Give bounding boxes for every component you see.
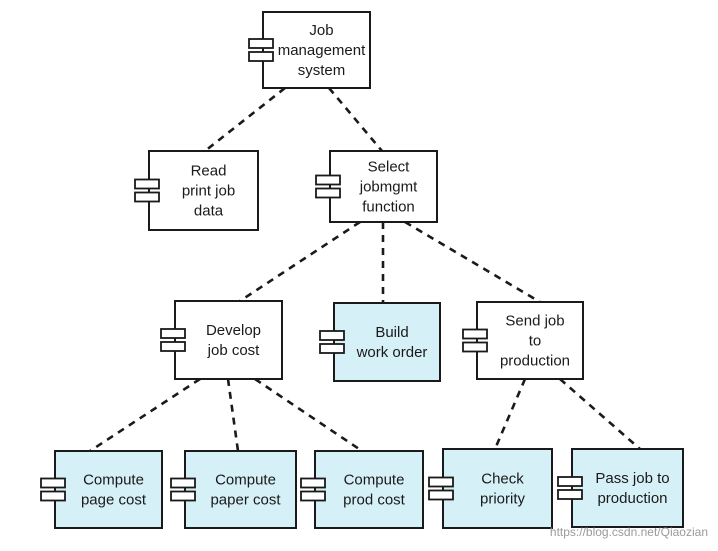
component-box (571, 448, 684, 528)
component-label-line: Pass job to (595, 470, 669, 487)
component-label-line: prod cost (343, 492, 406, 509)
component-prod-cost: Compute prod cost (300, 450, 424, 529)
component-pass-job: Pass job to production (557, 448, 684, 528)
watermark-text: https://blog.csdn.net/Qiaozian (550, 525, 708, 539)
component-label-line: page cost (81, 492, 147, 509)
component-job-mgmt: Job management system (248, 11, 371, 89)
component-box (442, 448, 553, 529)
connector-develop-cost-to-paper-cost (226, 378, 240, 452)
component-box (184, 450, 297, 529)
component-label-line: Check (481, 471, 524, 488)
component-icon (134, 178, 160, 203)
component-send-job: Send job to production (462, 301, 584, 380)
component-label-line: Read (191, 163, 227, 180)
component-label-line: to (529, 333, 542, 350)
component-label-line: data (194, 203, 224, 220)
component-label-line: function (362, 199, 415, 216)
component-label-line: work order (356, 344, 428, 361)
component-page-cost: Compute page cost (40, 450, 163, 529)
component-label-line: paper cost (210, 492, 281, 509)
component-icon (462, 328, 488, 353)
connector-develop-cost-to-prod-cost (254, 377, 363, 453)
component-box (329, 150, 438, 223)
component-box (262, 11, 371, 89)
component-label-line: production (500, 353, 570, 370)
component-box (148, 150, 259, 231)
component-label-line: Compute (83, 472, 144, 489)
component-icon (319, 330, 345, 354)
component-check-priority: Check priority (428, 448, 553, 529)
component-label-line: Build (375, 324, 408, 341)
component-label-line: production (597, 490, 667, 507)
connector-layer (89, 86, 641, 453)
component-develop-cost: Develop job cost (160, 300, 283, 380)
component-icon (557, 476, 583, 500)
component-build-order: Build work order (319, 302, 441, 382)
connector-job-mgmt-to-select-func (328, 87, 383, 152)
component-label-line: jobmgmt (359, 179, 418, 196)
connector-send-job-to-check-priority (493, 378, 527, 450)
connector-develop-cost-to-page-cost (89, 377, 201, 453)
component-read-print: Read print job data (134, 150, 259, 231)
connector-select-func-to-develop-cost (239, 220, 361, 303)
component-icon (428, 476, 454, 501)
component-icon (40, 477, 66, 502)
component-label-line: Compute (344, 472, 405, 489)
component-label-line: management (278, 42, 366, 59)
component-label-line: system (298, 62, 346, 79)
component-box (476, 301, 584, 380)
component-label-line: print job (182, 183, 235, 200)
connector-send-job-to-pass-job (559, 378, 641, 450)
connector-job-mgmt-to-read-print (204, 86, 286, 153)
component-label-line: Select (368, 159, 411, 176)
component-label-line: Compute (215, 472, 276, 489)
component-icon (248, 38, 274, 62)
component-icon (300, 477, 326, 502)
component-icon (170, 477, 196, 502)
component-box (333, 302, 441, 382)
component-box (54, 450, 163, 529)
component-select-func: Select jobmgmt function (315, 150, 438, 223)
component-label-line: job cost (207, 342, 261, 359)
component-icon (160, 328, 186, 352)
component-box (174, 300, 283, 380)
component-label-line: Send job (505, 313, 564, 330)
connector-select-func-to-send-job (404, 220, 541, 304)
component-label-line: Job (309, 22, 333, 39)
component-box (314, 450, 424, 529)
component-paper-cost: Compute paper cost (170, 450, 297, 529)
component-label-line: Develop (206, 322, 261, 339)
component-icon (315, 174, 341, 199)
component-label-line: priority (480, 491, 526, 508)
